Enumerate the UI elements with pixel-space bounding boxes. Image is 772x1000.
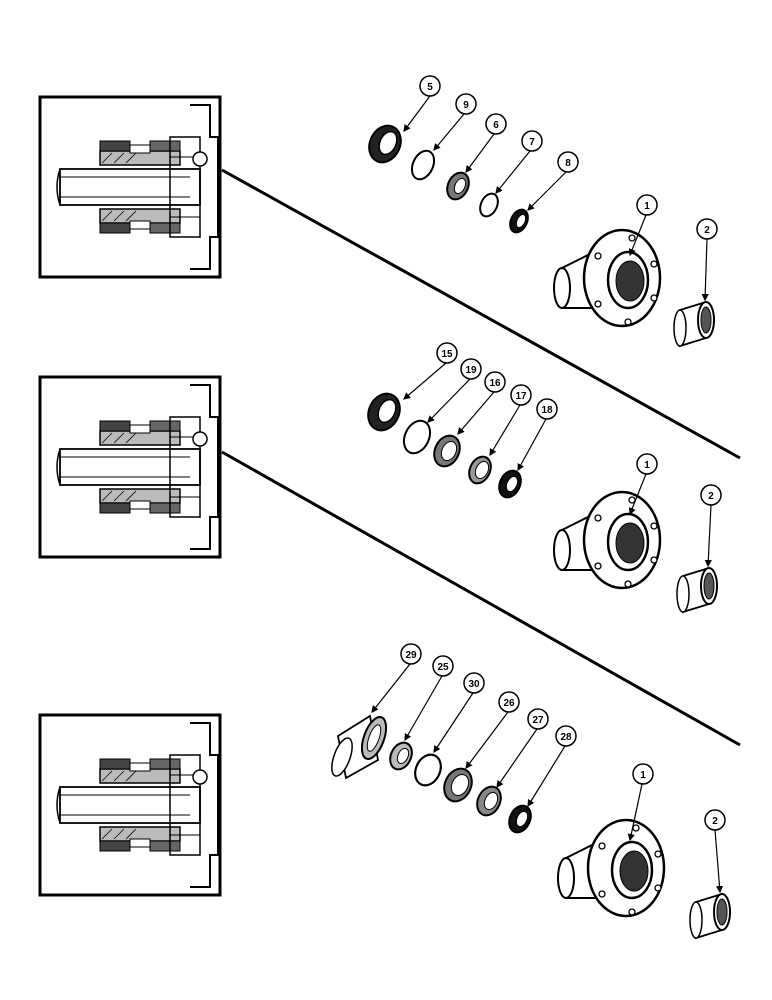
- part-ring-top-c: [479, 192, 499, 218]
- callout-top-seal: 5: [403, 75, 441, 132]
- part-ring-bottom-e: [508, 804, 532, 834]
- callout-top-ring-c: 7: [495, 130, 543, 194]
- part-ring-bottom-b: [414, 753, 442, 787]
- callout-label: 27: [532, 715, 544, 726]
- cross-section-top: [38, 95, 222, 279]
- cross-section-middle: [38, 375, 222, 559]
- part-seal-top: [368, 124, 402, 164]
- callout-top-bearing: 2: [696, 218, 718, 302]
- part-ring-top-a: [410, 149, 436, 181]
- part-ring-top-b: [446, 171, 470, 201]
- callout-middle-ring-b: 16: [457, 371, 506, 435]
- part-ring-top-d: [509, 208, 529, 234]
- callout-bottom-ring-b: 30: [433, 672, 485, 754]
- callout-label: 1: [640, 770, 646, 781]
- callout-bottom-hub: 1: [627, 763, 654, 842]
- callout-label: 2: [712, 816, 718, 827]
- callout-middle-bearing: 2: [700, 484, 722, 568]
- callout-label: 28: [560, 732, 572, 743]
- callout-label: 15: [441, 349, 453, 360]
- part-bearing-top: [673, 301, 715, 347]
- leader-line-middle: [221, 450, 741, 747]
- callout-label: 1: [644, 460, 650, 471]
- callout-bottom-bearing: 2: [704, 809, 726, 894]
- callout-middle-ring-d: 18: [517, 398, 558, 472]
- callout-label: 18: [541, 405, 553, 416]
- part-hub-bottom: [556, 818, 666, 918]
- callout-label: 2: [704, 225, 710, 236]
- part-seal-middle: [367, 392, 401, 432]
- section-bottom: 29 25 30 26 27 28 1: [38, 643, 731, 939]
- callout-top-ring-a: 9: [433, 93, 477, 151]
- part-hub-middle: [552, 490, 662, 590]
- callout-top-ring-d: 8: [527, 151, 579, 211]
- part-bearing-bottom: [689, 893, 731, 939]
- callout-bottom-ring-c: 26: [465, 691, 520, 769]
- part-hub-top: [552, 228, 662, 328]
- section-top: 5 9 6 7 8 1 2: [38, 75, 718, 347]
- part-ring-bottom-a: [389, 741, 413, 771]
- callout-label: 7: [529, 137, 535, 148]
- callout-label: 5: [427, 82, 433, 93]
- callout-top-ring-b: 6: [465, 113, 507, 173]
- callout-label: 30: [468, 679, 480, 690]
- callout-label: 16: [489, 378, 501, 389]
- callout-label: 2: [708, 491, 714, 502]
- cross-section-bottom: [38, 713, 222, 897]
- callout-middle-ring-a: 19: [427, 358, 482, 423]
- part-ring-middle-a: [402, 419, 432, 455]
- callout-top-hub: 1: [628, 194, 658, 257]
- callout-label: 25: [437, 662, 449, 673]
- callout-label: 1: [644, 201, 650, 212]
- callout-bottom-ring-a: 25: [404, 655, 454, 742]
- part-sleeve-bottom: [331, 714, 388, 780]
- callout-label: 17: [515, 391, 527, 402]
- callout-bottom-sleeve: 29: [371, 643, 422, 713]
- callout-middle-ring-c: 17: [489, 384, 532, 457]
- leader-line-top: [221, 168, 741, 460]
- callout-bottom-ring-d: 27: [496, 708, 549, 788]
- callout-label: 29: [405, 650, 417, 661]
- callout-middle-hub: 1: [628, 453, 658, 516]
- callout-label: 26: [503, 698, 515, 709]
- callout-label: 8: [565, 158, 571, 169]
- callout-label: 6: [493, 120, 499, 131]
- part-ring-bottom-d: [476, 785, 502, 817]
- callout-middle-seal: 15: [403, 342, 458, 400]
- part-ring-middle-b: [433, 434, 461, 468]
- part-ring-bottom-c: [443, 767, 473, 803]
- part-bearing-middle: [676, 567, 718, 613]
- callout-label: 19: [465, 365, 477, 376]
- part-ring-middle-c: [468, 455, 492, 485]
- section-middle: 15 19 16 17 18 1 2: [38, 342, 722, 613]
- callout-label: 9: [463, 100, 469, 111]
- callout-bottom-ring-e: 28: [527, 725, 577, 808]
- part-ring-middle-d: [498, 469, 522, 499]
